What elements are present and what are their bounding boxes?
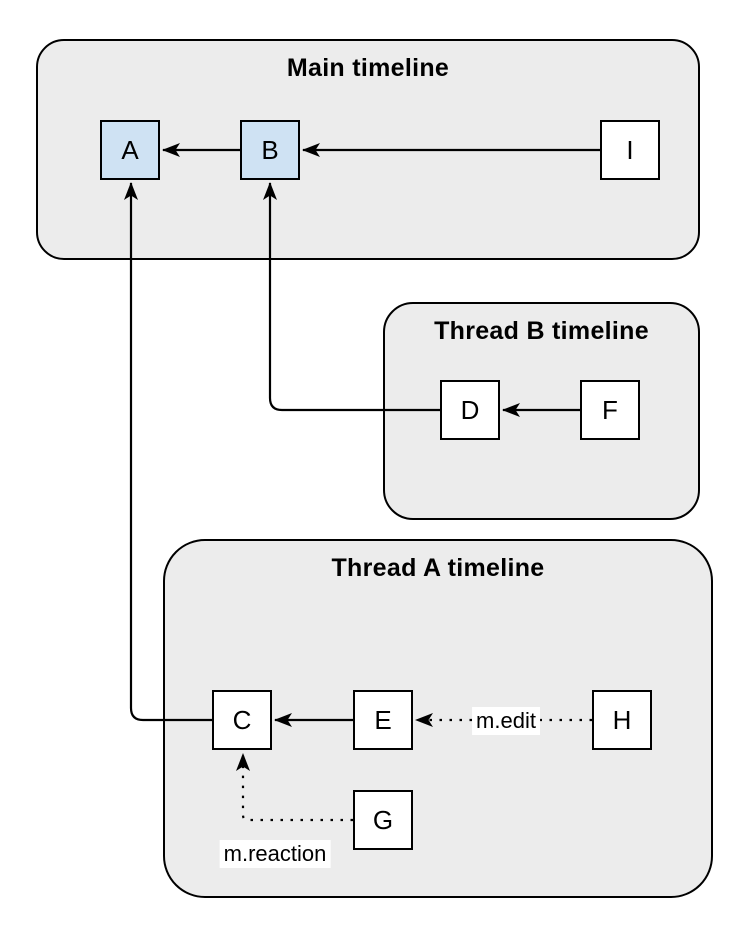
node-I: I: [600, 120, 660, 180]
node-C: C: [212, 690, 272, 750]
node-E-label: E: [374, 704, 392, 735]
edge-label-m-reaction: m.reaction: [219, 840, 331, 868]
node-A-label: A: [121, 134, 139, 165]
node-B-label: B: [261, 134, 279, 165]
node-B: B: [240, 120, 300, 180]
node-E: E: [353, 690, 413, 750]
node-D-label: D: [460, 394, 480, 425]
node-C-label: C: [232, 704, 252, 735]
main-timeline-title: Main timeline: [286, 54, 450, 82]
edge-label-m-edit: m.edit: [472, 707, 540, 735]
node-F-label: F: [602, 394, 618, 425]
container-thread-b-timeline: Thread B timeline: [383, 302, 700, 520]
node-A: A: [100, 120, 160, 180]
node-D: D: [440, 380, 500, 440]
node-F: F: [580, 380, 640, 440]
node-H-label: H: [612, 704, 632, 735]
thread-b-timeline-title: Thread B timeline: [434, 317, 649, 345]
node-G-label: G: [372, 804, 394, 835]
thread-a-timeline-title: Thread A timeline: [331, 554, 545, 582]
node-H: H: [592, 690, 652, 750]
node-G: G: [353, 790, 413, 850]
node-I-label: I: [626, 134, 634, 165]
